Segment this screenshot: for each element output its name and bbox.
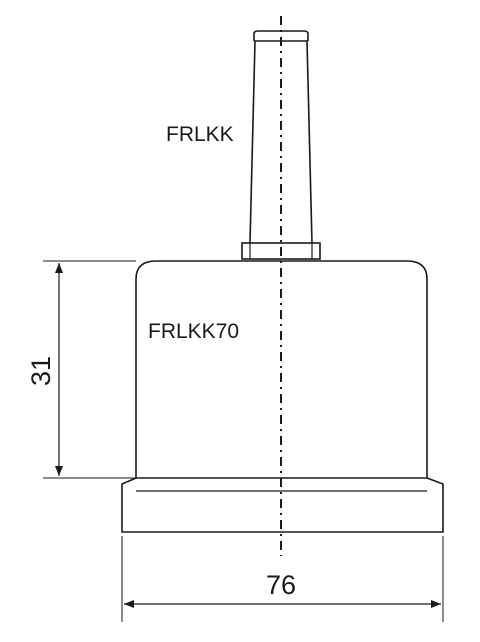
lower-part-label: FRLKK70 bbox=[148, 320, 239, 343]
nozzle-part bbox=[241, 30, 321, 260]
cap-part bbox=[121, 260, 444, 533]
width-dimension bbox=[121, 536, 444, 622]
height-dimension bbox=[43, 260, 136, 479]
upper-part-label: FRLKK bbox=[166, 123, 234, 146]
height-dimension-value: 31 bbox=[26, 356, 56, 386]
width-dimension-value: 76 bbox=[266, 570, 296, 600]
